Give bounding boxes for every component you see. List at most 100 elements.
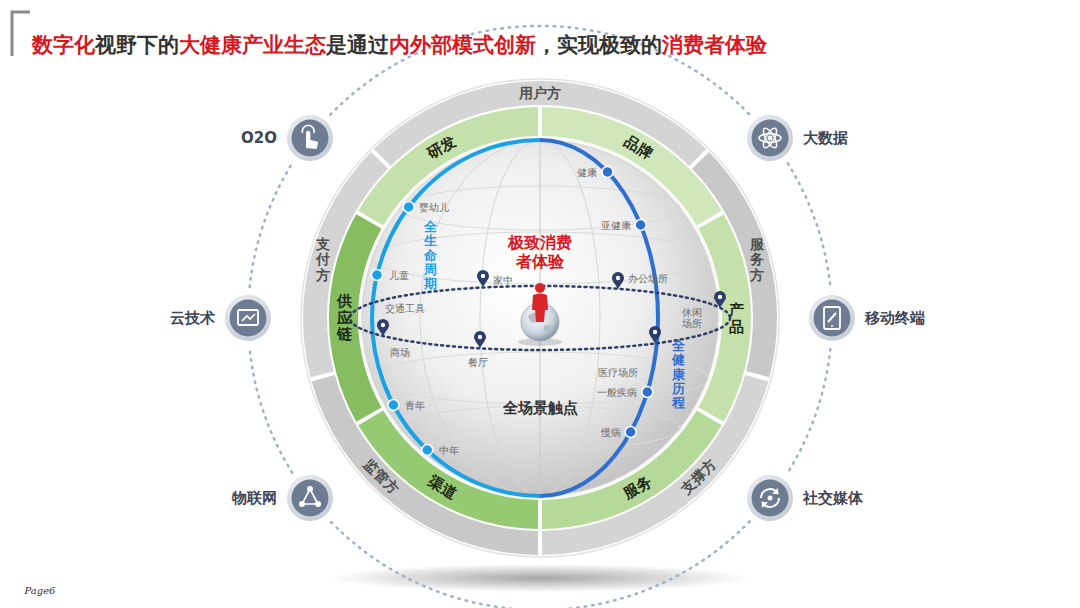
pin-hole <box>653 330 657 334</box>
screen-chart <box>242 314 255 321</box>
touch-arc <box>302 125 314 133</box>
page-number: Page6 <box>25 585 56 596</box>
pin-body <box>477 270 489 287</box>
health-stage-dot <box>635 220 646 231</box>
axis-label: 全生命周期 <box>424 220 437 291</box>
segment-label: 支付方 <box>316 237 330 283</box>
meridian <box>420 140 660 496</box>
icon-outer <box>286 114 334 162</box>
segment-label: 服务 <box>620 472 655 503</box>
value-chain-segment: 产品 <box>729 302 744 335</box>
icon-outer <box>224 294 272 342</box>
segment-label: 渠道 <box>424 472 459 503</box>
value-chain-segment: 研发 <box>424 132 459 163</box>
icon-inner <box>292 120 329 157</box>
stakeholder-segment: 监管方 <box>360 456 402 498</box>
hand-glyph <box>306 131 318 149</box>
technology-icon: 移动终端 <box>807 293 857 343</box>
map-pin <box>649 326 661 343</box>
tablet-button <box>831 325 833 327</box>
dotted-connector <box>250 163 293 287</box>
title-run: 是通过 <box>326 33 389 57</box>
scene-label: 医疗场所 <box>598 367 638 378</box>
segment-label: 支撑方 <box>678 456 720 498</box>
atom-orbit <box>759 134 781 142</box>
sphere <box>362 140 718 496</box>
cycle-core <box>768 496 773 501</box>
center-label: 极致消费者体验 <box>506 233 573 271</box>
tablet-pen <box>828 313 836 322</box>
atom-orbit <box>761 126 779 149</box>
consumer-figure <box>532 283 548 322</box>
health-stage-label: 一般疾病 <box>597 387 637 398</box>
life-stage-label: 中年 <box>439 445 459 456</box>
pin-body <box>649 326 661 343</box>
center-experience: 极致消费者体验 <box>506 233 573 271</box>
value-chain-segment: 服务 <box>620 472 655 503</box>
segment-label: 服务方 <box>750 237 764 283</box>
health-stage-dot <box>625 427 636 438</box>
tablet-frame <box>824 307 840 329</box>
page-title: 数字化视野下的大健康产业生态是通过内外部模式创新，实现极致的消费者体验 <box>32 31 767 59</box>
map-pin <box>477 270 489 287</box>
pin-hole <box>718 295 722 299</box>
pin-body <box>714 291 726 308</box>
icon-outer <box>808 294 856 342</box>
stakeholder-segment: 支付方 <box>316 237 330 283</box>
pin-body <box>474 331 486 348</box>
life-stage-dot <box>388 400 399 411</box>
icon-label: 移动终端 <box>865 309 925 328</box>
axis-label: 全场景触点 <box>503 400 578 417</box>
title-run: 内外部模式创新 <box>389 33 536 57</box>
life-stage-label: 儿童 <box>389 270 409 281</box>
atom-orbit <box>761 126 779 149</box>
meridian <box>480 140 600 496</box>
network-node <box>307 486 313 492</box>
icon-label: O2O <box>241 129 277 147</box>
cycle-head <box>762 502 769 509</box>
icon-inner <box>814 300 851 337</box>
stakeholder-segment: 支撑方 <box>678 456 720 498</box>
health-stage-label: 健康 <box>577 167 597 178</box>
figure-body <box>532 294 548 323</box>
scene-label: 休闲场所 <box>682 307 702 329</box>
map-pin <box>612 272 624 289</box>
pin-body <box>612 272 624 289</box>
map-pin <box>714 291 726 308</box>
icon-inner <box>752 480 789 517</box>
pin-body <box>377 319 389 336</box>
segment-label: 研发 <box>424 132 459 163</box>
pin-hole <box>616 276 620 280</box>
icon-outer <box>286 474 334 522</box>
icon-outer <box>746 474 794 522</box>
dotted-connector <box>330 521 749 608</box>
dotted-connector <box>788 163 831 287</box>
cycle-head <box>772 488 779 495</box>
outer-ring-base <box>301 79 779 557</box>
map-pin <box>377 319 389 336</box>
dotted-connector <box>788 349 831 473</box>
title-run: 消费者体验 <box>662 33 767 57</box>
icon-label: 云技术 <box>170 309 215 328</box>
pin-hole <box>381 323 385 327</box>
life-stage-label: 婴幼儿 <box>419 202 449 213</box>
title-run: ，实现极致的 <box>536 33 662 57</box>
scene-label: 交通工具 <box>385 303 425 314</box>
life-stage-dot <box>422 445 433 456</box>
life-stage-label: 青年 <box>405 400 425 411</box>
segment-label: 监管方 <box>360 456 402 498</box>
dotted-connector <box>250 349 293 473</box>
life-stage-dot <box>371 270 382 281</box>
value-chain-segment: 品牌 <box>620 132 655 163</box>
technology-icon: 物联网 <box>285 473 335 523</box>
health-stage-label: 慢病 <box>601 427 621 438</box>
icon-label: 社交媒体 <box>803 489 863 508</box>
health-stage-dot <box>602 167 613 178</box>
scene-label: 办公场所 <box>628 273 668 284</box>
scene-label: 餐厅 <box>468 357 488 368</box>
technology-icon: 社交媒体 <box>745 473 795 523</box>
life-cycle-curve <box>372 140 540 496</box>
icon-graphic <box>745 113 795 163</box>
